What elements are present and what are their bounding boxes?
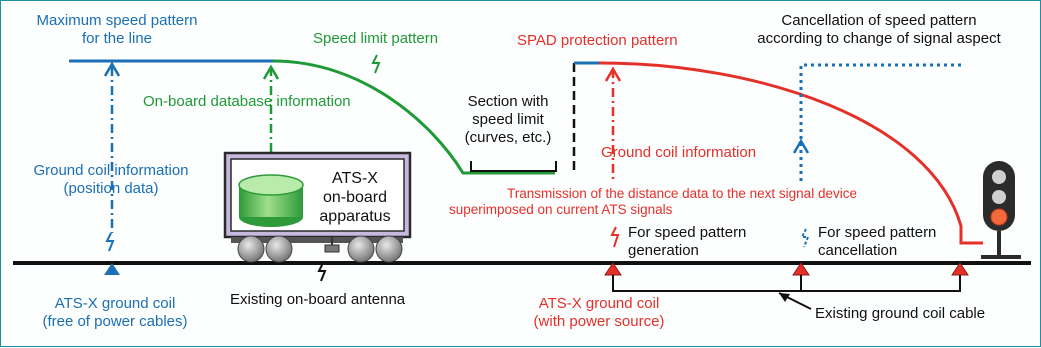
for-cancellation-label: For speed pattern cancellation [818,224,936,260]
signal-lamp-red [990,208,1008,226]
ground-coil-info-blue-line-2: (position data) [63,180,159,197]
green-lightning-icon [371,54,381,74]
cancellation-line-1: Cancellation of speed pattern [781,12,977,29]
wheel [265,235,293,263]
for-generation-line-1: For speed pattern [628,224,747,241]
antenna-lightning-icon [317,262,327,282]
apparatus-label: ATS-X on-board apparatus [305,169,405,226]
onboard-antenna-label: Existing on-board antenna [230,291,406,308]
spad-protection-curve [598,61,983,245]
max-speed-line-2: for the line [81,30,153,47]
apparatus-line-2: on-board [322,189,388,206]
max-speed-line-1: Maximum speed pattern [36,12,198,29]
red-arrowhead [604,66,622,82]
max-speed-pattern-label: Maximum speed pattern for the line [19,12,215,48]
section-bracket [470,161,557,172]
section-speed-limit-label: Section with speed limit (curves, etc.) [443,93,573,147]
underframe [231,237,403,243]
ground-coil-blue-line-1: ATS-X ground coil [54,295,176,312]
ground-coil-info-red-label: Ground coil information [601,144,757,161]
speed-limit-pattern-curve [272,59,555,175]
cable-pointer-arrowhead [779,293,790,302]
cancellation-label: Cancellation of speed pattern according … [735,12,1023,48]
transmission-line-1: Transmission of the distance data to the… [507,186,857,201]
ground-coil-cable-label: Existing ground coil cable [815,305,986,322]
apparatus-line-3: apparatus [319,208,391,225]
wheel [237,235,265,263]
ground-coil-blue-label: ATS-X ground coil (free of power cables) [15,295,215,331]
signal-lamp-middle [992,190,1006,204]
cancellation-dotted-line [799,63,963,181]
for-cancellation-line-1: For speed pattern [818,224,937,241]
cancellation-lightning-icon [800,228,810,248]
cancellation-line-2: according to change of signal aspect [757,30,1001,47]
section-line-1: Section with [467,93,549,110]
apparatus-line-1: ATS-X [332,170,378,187]
blue-lightning-icon [105,232,115,252]
onboard-antenna [324,244,340,253]
wheel [375,235,403,263]
speed-limit-pattern-label: Speed limit pattern [313,30,439,47]
ground-coil-red-line-2: (with power source) [533,313,665,330]
transmission-label: Transmission of the distance data to the… [447,186,917,218]
spad-pattern-label: SPAD protection pattern [517,32,678,49]
transmission-line-2: superimposed on current ATS signals [449,202,673,217]
for-cancellation-line-2: cancellation [818,242,898,259]
green-arrowhead [262,64,280,80]
red-lightning-icon [610,226,620,248]
onboard-database-label: On-board database information [143,93,351,110]
section-line-2: speed limit [472,111,544,128]
section-line-3: (curves, etc.) [464,129,552,146]
wheel [347,235,375,263]
ground-coil-red-line-1: ATS-X ground coil [538,295,660,312]
ground-coil-blue [104,263,120,275]
for-generation-label: For speed pattern generation [628,224,746,260]
database-cylinder-top [238,174,304,196]
ground-coil-red-label: ATS-X ground coil (with power source) [513,295,685,331]
ground-coil-info-blue-label: Ground coil information (position data) [11,162,211,198]
blue-arrowhead [103,61,121,77]
cancellation-arrowhead [792,138,810,154]
signal-lamp-top [992,170,1006,184]
ground-coil-blue-line-2: (free of power cables) [42,313,188,330]
for-generation-line-2: generation [628,242,699,259]
ground-coil-info-blue-line-1: Ground coil information [33,162,189,179]
ground-coil-cable [612,275,961,292]
